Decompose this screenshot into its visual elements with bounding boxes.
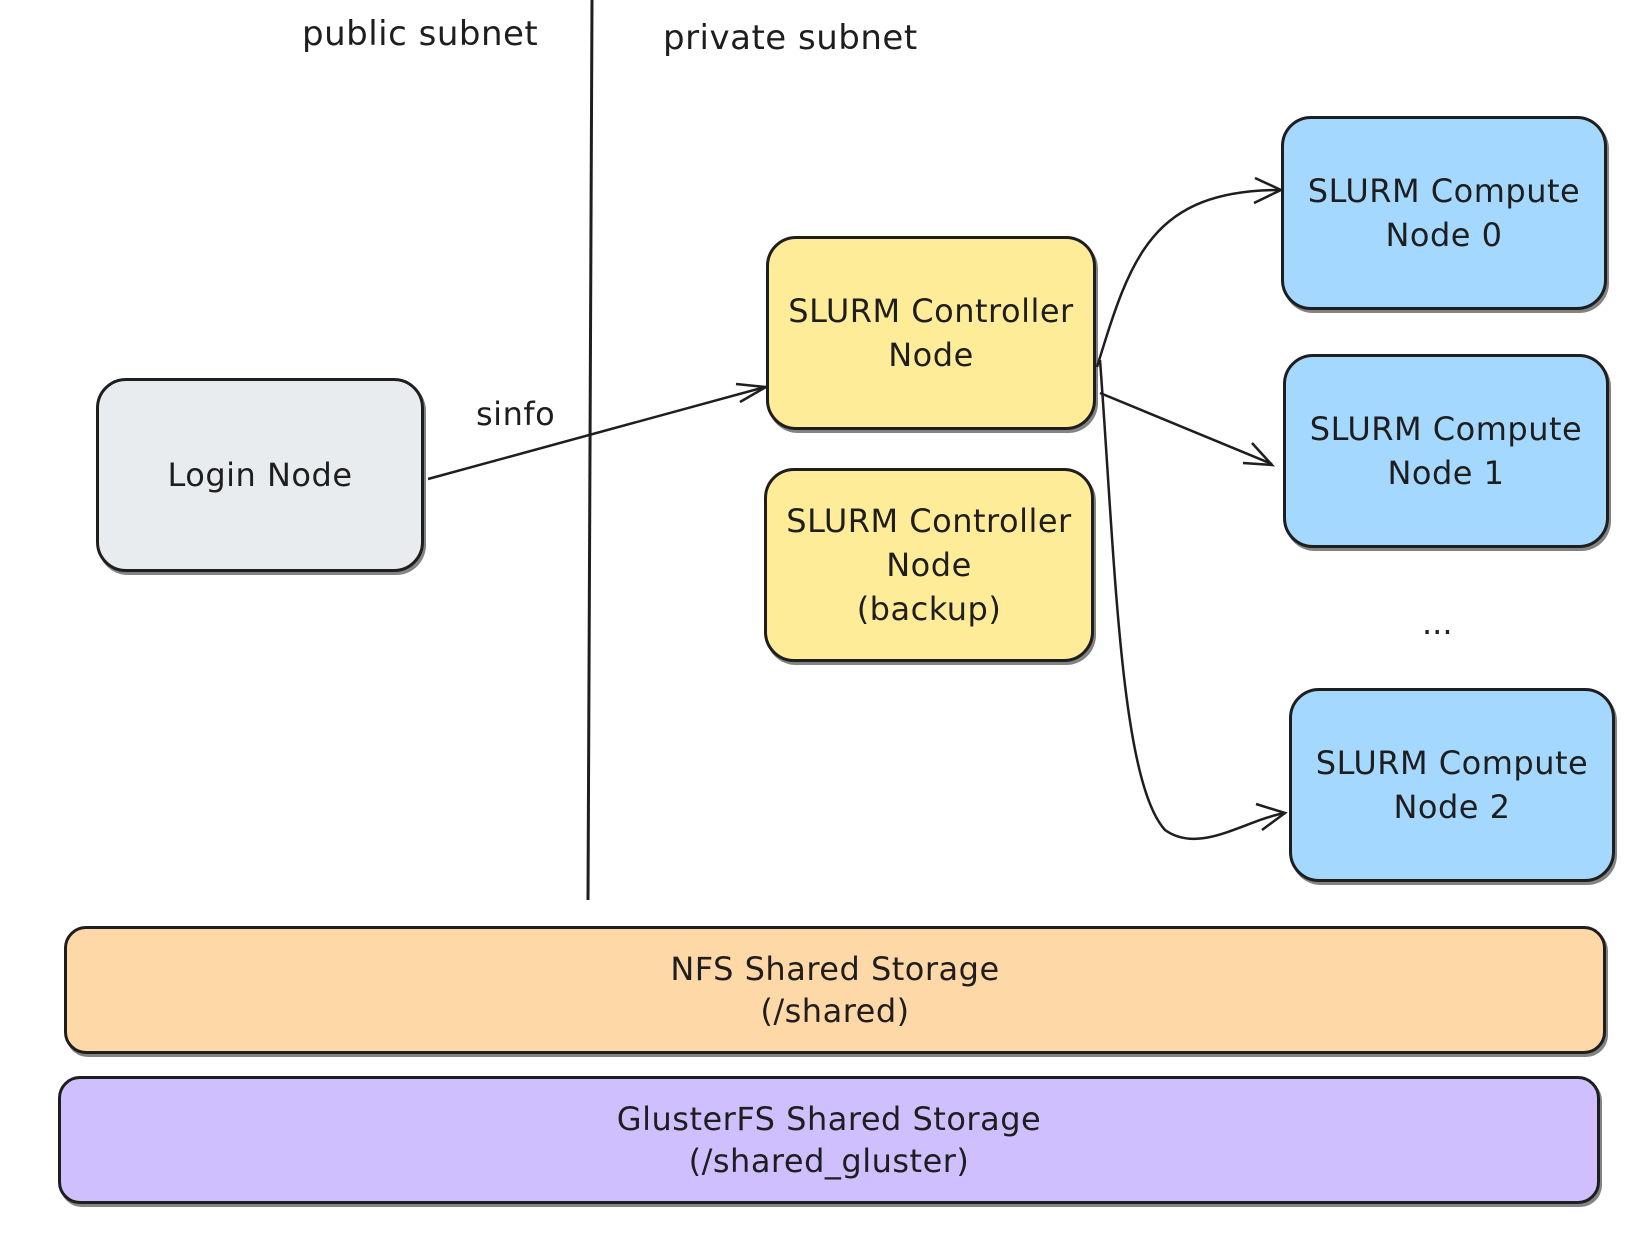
compute1-label-line1: SLURM Compute [1309,410,1583,448]
nfs-label-line2: (/shared) [760,992,910,1030]
more-compute-nodes-ellipsis: ... [1422,604,1453,642]
edge-controller-to-compute2-arrowhead [1255,802,1288,832]
slurm-compute-node-2[interactable]: SLURM Compute Node 2 [1289,688,1615,882]
gluster-label-line1: GlusterFS Shared Storage [616,1100,1042,1138]
controller-backup-label-line1: SLURM Controller [786,502,1072,540]
login-node-label: Login Node [167,456,353,494]
compute1-label-line2: Node 1 [1387,454,1505,492]
compute2-label-line1: SLURM Compute [1315,744,1589,782]
edge-controller-to-compute1-arrowhead [1242,442,1276,467]
edge-controller-to-compute0 [1095,188,1281,368]
slurm-compute-node-1[interactable]: SLURM Compute Node 1 [1283,354,1609,548]
public-subnet-label: public subnet [302,14,539,54]
private-subnet-label: private subnet [663,18,918,58]
controller-node-label-line2: Node [888,336,974,374]
gluster-label-line2: (/shared_gluster) [688,1142,970,1180]
slurm-controller-backup-node[interactable]: SLURM Controller Node (backup) [764,468,1094,662]
compute2-label-line2: Node 2 [1393,788,1511,826]
sinfo-edge-label: sinfo [476,395,556,433]
subnet-divider [586,0,594,901]
controller-backup-label-line2: Node [886,546,972,584]
edge-controller-to-compute0-arrowhead [1253,176,1284,205]
glusterfs-shared-storage[interactable]: GlusterFS Shared Storage (/shared_gluste… [58,1076,1600,1204]
controller-node-label-line1: SLURM Controller [788,292,1074,330]
nfs-shared-storage[interactable]: NFS Shared Storage (/shared) [64,926,1606,1054]
edge-login-to-controller-arrowhead [735,382,770,404]
compute0-label-line1: SLURM Compute [1307,172,1581,210]
nfs-label-line1: NFS Shared Storage [670,950,1000,988]
controller-backup-label-line3: (backup) [856,590,1002,628]
compute0-label-line2: Node 0 [1385,216,1503,254]
slurm-compute-node-0[interactable]: SLURM Compute Node 0 [1281,116,1607,310]
edge-controller-to-compute2 [1098,359,1286,841]
slurm-controller-node[interactable]: SLURM Controller Node [766,236,1096,430]
login-node[interactable]: Login Node [96,378,424,572]
edge-controller-to-compute1 [1099,391,1273,466]
